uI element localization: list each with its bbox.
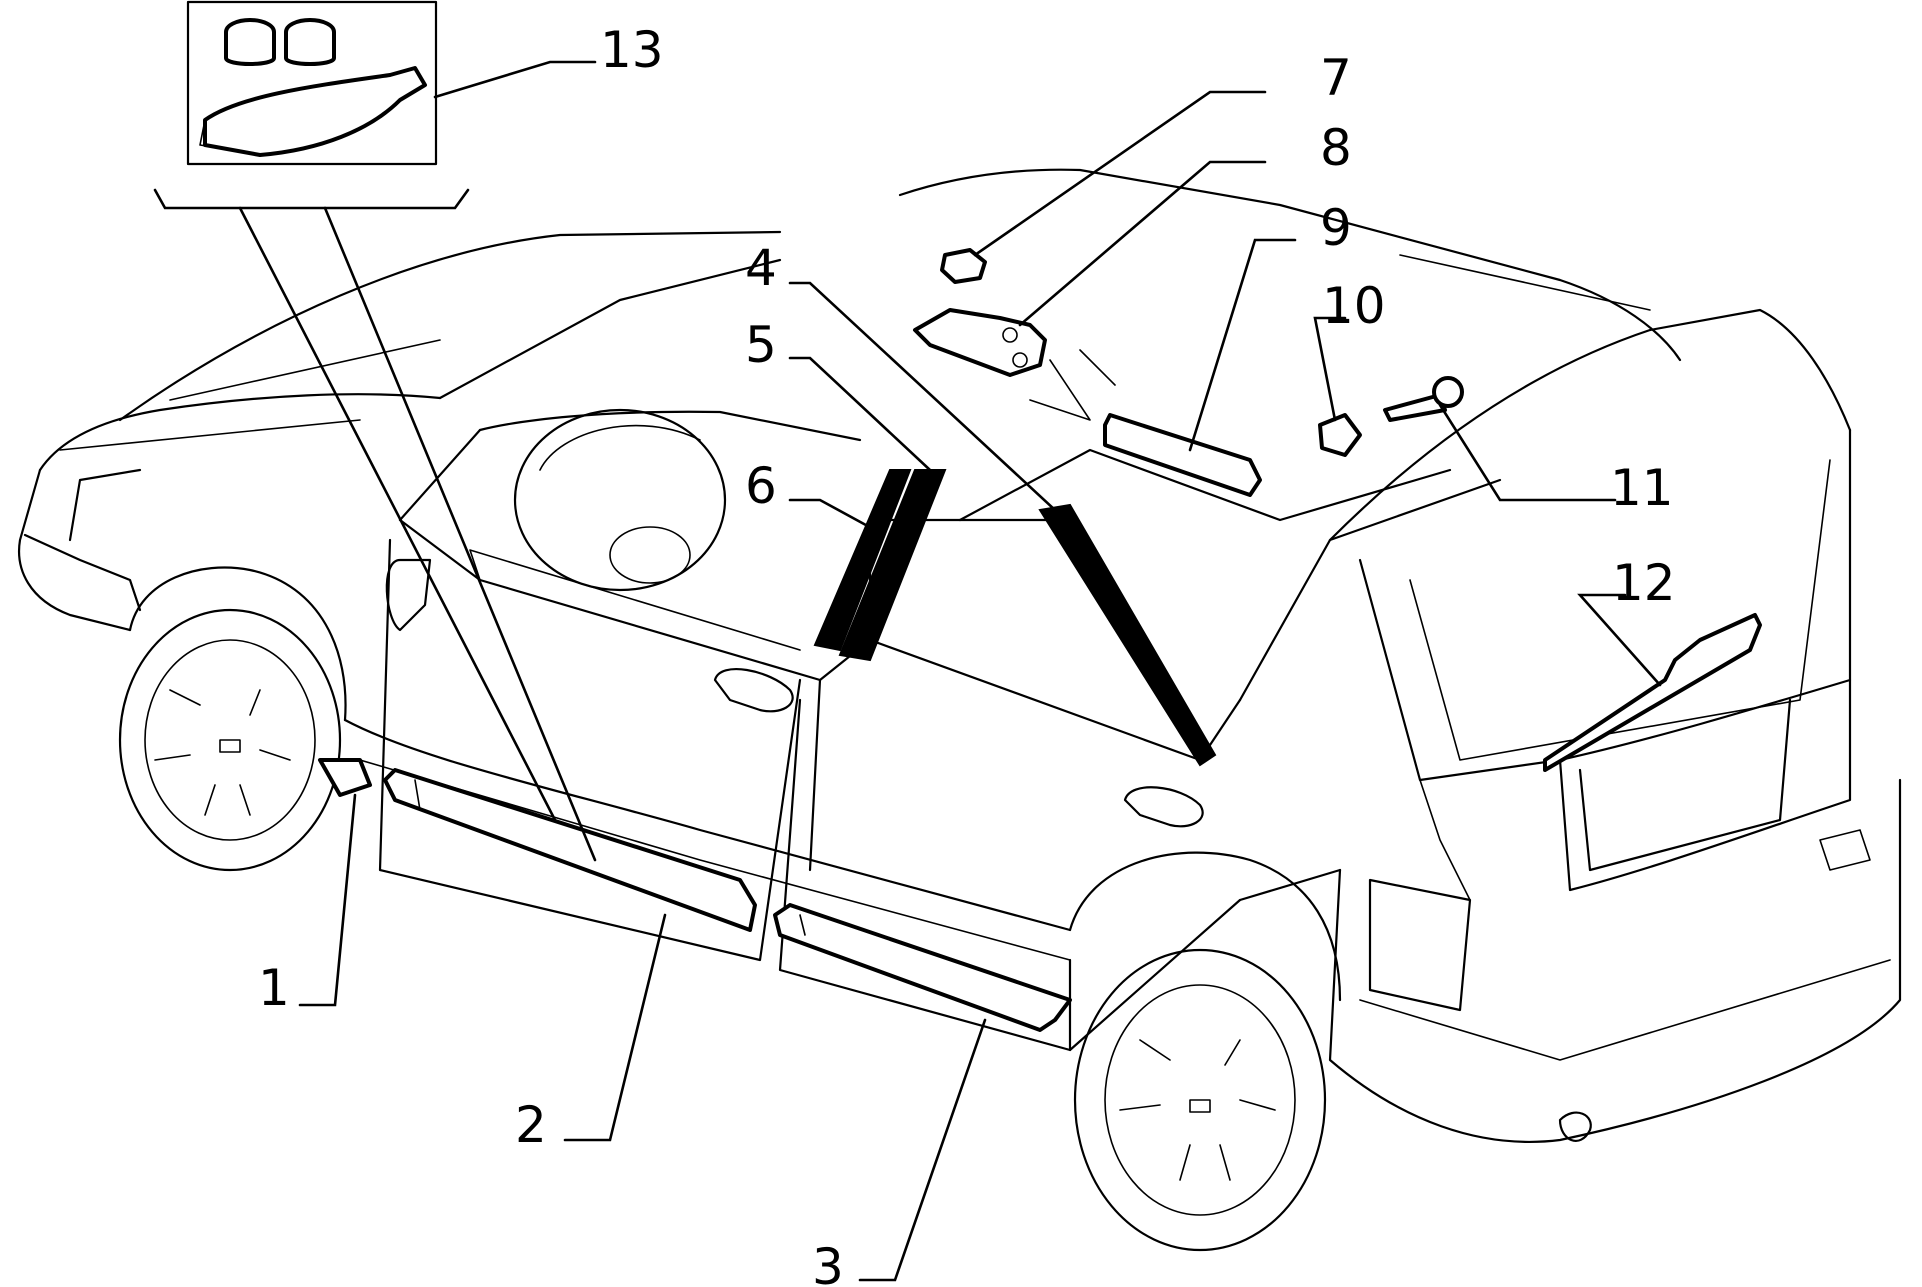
callout-1: 1 — [258, 959, 290, 1017]
callout-labels: 1 2 3 4 5 6 7 8 9 10 11 12 13 — [258, 21, 1676, 1287]
part-12-tailgate-trim — [1543, 613, 1762, 772]
part-5-b-pillar-strip — [838, 469, 947, 662]
callout-11: 11 — [1610, 459, 1674, 517]
callout-10: 10 — [1322, 277, 1386, 335]
callout-5: 5 — [745, 316, 777, 374]
part-11-screw — [1383, 393, 1447, 422]
callout-6: 6 — [745, 457, 777, 515]
callout-3: 3 — [812, 1238, 844, 1287]
part-13-kit — [186, 0, 438, 166]
leader-lines — [153, 60, 1662, 1282]
part-3-rear-door-molding — [773, 903, 1072, 1032]
part-7-nut — [940, 248, 987, 284]
part-6-b-pillar-strip — [813, 469, 912, 652]
callout-12: 12 — [1612, 554, 1676, 612]
callout-7: 7 — [1320, 49, 1352, 107]
car-body-outline — [18, 168, 1902, 1252]
callout-9: 9 — [1320, 199, 1352, 257]
part-1-fender-emblem — [318, 758, 372, 797]
part-4-c-pillar-strip — [1038, 503, 1217, 767]
parts — [186, 0, 1762, 1032]
callout-4: 4 — [745, 239, 777, 297]
callout-13: 13 — [600, 21, 664, 79]
callout-2: 2 — [515, 1096, 547, 1154]
part-9-emblem-plate — [1103, 413, 1262, 497]
part-10-clip — [1318, 413, 1362, 457]
part-2-front-door-molding — [383, 768, 757, 932]
callout-8: 8 — [1320, 119, 1352, 177]
